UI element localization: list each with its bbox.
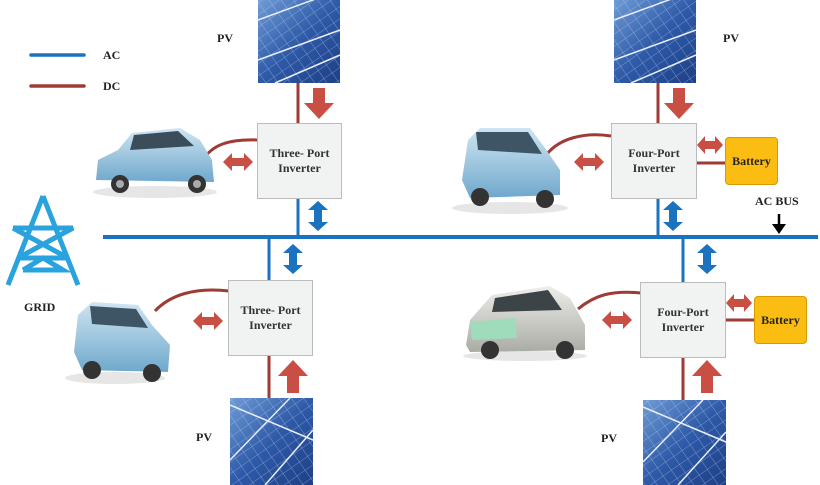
dc-arrow-pv-top-right bbox=[664, 88, 694, 119]
grid-label: GRID bbox=[24, 300, 56, 314]
dc-arrow-ev-top-right bbox=[574, 153, 604, 171]
pv-panel-bottom-right bbox=[642, 399, 727, 485]
four-port-inverter-bottom-right[interactable]: Four-Port Inverter bbox=[640, 282, 726, 358]
inverter-label-line2: Inverter bbox=[249, 318, 292, 332]
inverter-label-line2: Inverter bbox=[661, 320, 705, 334]
ev-cable-top-right bbox=[545, 133, 612, 155]
ac-arrow-top-left bbox=[308, 201, 328, 231]
ac-arrow-bottom-left bbox=[283, 244, 303, 274]
dc-arrow-ev-bottom-right bbox=[602, 311, 632, 329]
ac-bus-label: AC BUS bbox=[755, 194, 799, 208]
dc-arrow-battery-top bbox=[697, 136, 723, 154]
ac-arrow-top-right bbox=[663, 201, 683, 231]
legend-ac-label: AC bbox=[103, 48, 121, 62]
dc-arrow-pv-top-left bbox=[304, 88, 334, 119]
ac-bus-pointer-arrow bbox=[772, 214, 786, 234]
ev-cable-bottom-left bbox=[153, 288, 230, 313]
dc-arrow-ev-top-left bbox=[223, 153, 253, 171]
legend-dc-label: DC bbox=[103, 79, 121, 93]
ac-arrow-bottom-right bbox=[697, 244, 717, 274]
battery-top-right[interactable]: Battery bbox=[725, 137, 778, 185]
dc-bidirectional-arrows bbox=[193, 136, 752, 330]
inverter-label-line1: Four-Port bbox=[657, 305, 709, 319]
inverter-label-line2: Inverter bbox=[278, 161, 321, 175]
ev-cable-bottom-right bbox=[577, 290, 642, 311]
inverter-label-line1: Four-Port bbox=[628, 146, 680, 160]
legend bbox=[29, 53, 86, 88]
electric-car-top-right bbox=[452, 128, 568, 214]
inverter-label-line1: Three- Port bbox=[269, 146, 330, 160]
dc-arrow-pv-bottom-left bbox=[278, 360, 308, 393]
four-port-inverter-top-right[interactable]: Four-Port Inverter bbox=[611, 123, 697, 199]
dc-arrow-battery-bottom bbox=[726, 294, 752, 312]
three-port-inverter-top-left[interactable]: Three- Port Inverter bbox=[257, 123, 342, 199]
electric-car-top-left bbox=[93, 128, 217, 198]
pv-label-top-left: PV bbox=[217, 31, 233, 45]
dc-arrow-pv-bottom-right bbox=[692, 360, 722, 393]
pv-panel-top-left bbox=[257, 0, 341, 84]
pv-panel-bottom-left bbox=[229, 397, 314, 485]
electric-car-bottom-left bbox=[65, 302, 170, 384]
transmission-tower-icon bbox=[5, 195, 81, 286]
dc-arrow-ev-bottom-left bbox=[193, 312, 223, 330]
pv-label-bottom-left: PV bbox=[196, 430, 212, 444]
three-port-inverter-bottom-left[interactable]: Three- Port Inverter bbox=[228, 280, 313, 356]
dc-pv-arrows bbox=[278, 88, 722, 393]
electric-car-bottom-right bbox=[463, 286, 587, 361]
inverter-label-line2: Inverter bbox=[632, 161, 676, 175]
pv-label-top-right: PV bbox=[723, 31, 739, 45]
pv-label-bottom-right: PV bbox=[601, 431, 617, 445]
ac-bidirectional-arrows bbox=[283, 201, 717, 274]
inverter-label-line1: Three- Port bbox=[240, 303, 301, 317]
battery-bottom-right[interactable]: Battery bbox=[754, 296, 807, 344]
pv-panel-top-right bbox=[613, 0, 697, 84]
